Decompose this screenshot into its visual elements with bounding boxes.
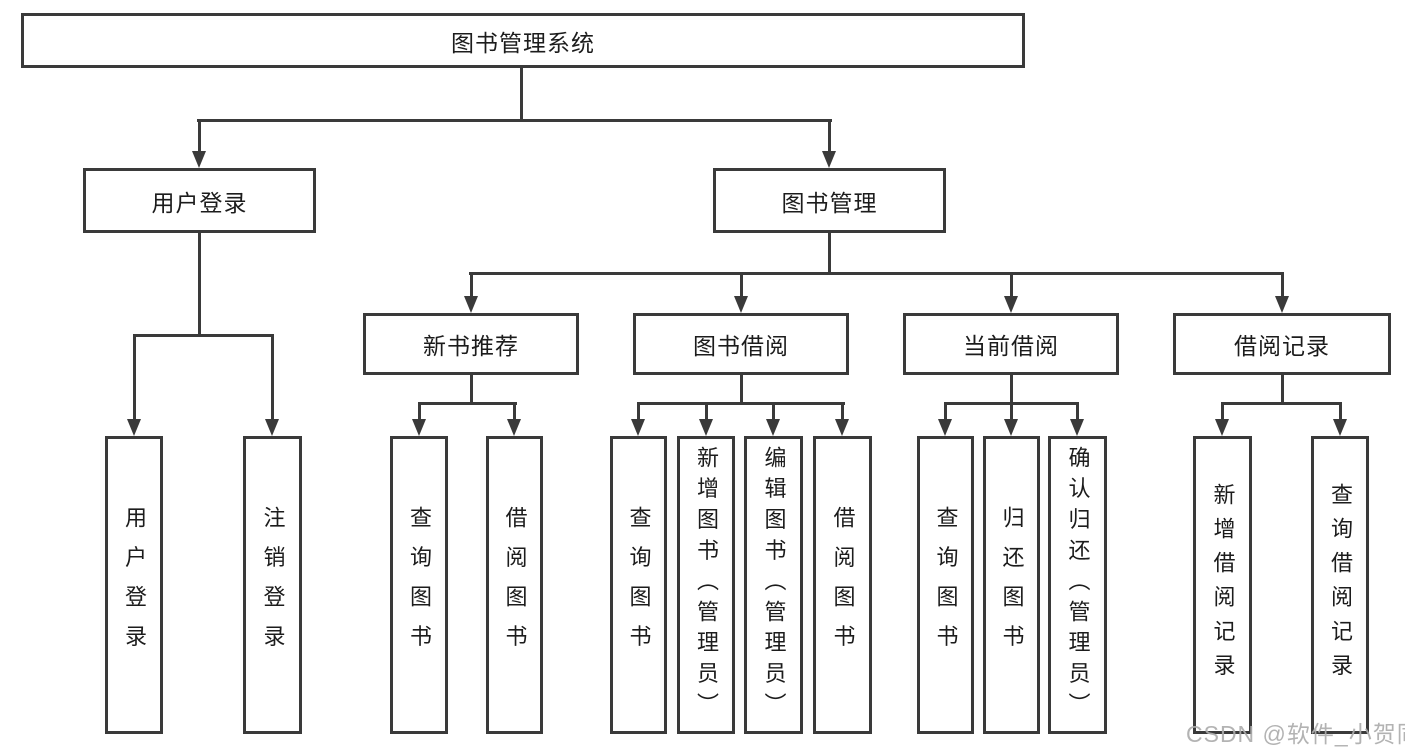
leaf-bb-query-books: 查询图书 <box>610 436 667 734</box>
connector-line <box>1010 375 1013 405</box>
node-book-management: 图书管理 <box>713 168 946 233</box>
leaf-nb-query-books: 查询图书 <box>390 436 448 734</box>
arrow-down-icon <box>1333 419 1347 436</box>
leaf-br-query-record: 查询借阅记录 <box>1311 436 1369 734</box>
connector-line <box>841 403 844 421</box>
arrow-down-icon <box>265 419 279 436</box>
arrow-down-icon <box>1004 296 1018 313</box>
leaf-bb-edit-books-admin: 编辑图书（管理员） <box>744 436 803 734</box>
leaf-label: 借阅图书 <box>502 505 528 665</box>
connector-line <box>705 403 708 421</box>
connector-line <box>133 335 136 421</box>
leaf-cb-confirm-return-admin: 确认归还（管理员） <box>1048 436 1107 734</box>
leaf-label: 新增借阅记录 <box>1210 482 1236 688</box>
arrow-down-icon <box>1275 296 1289 313</box>
leaf-label: 确认归还（管理员） <box>1065 446 1091 724</box>
connector-line <box>637 402 845 405</box>
node-label: 图书管理 <box>781 189 878 216</box>
leaf-br-add-record: 新增借阅记录 <box>1193 436 1252 734</box>
arrow-down-icon <box>734 296 748 313</box>
connector-line <box>513 403 516 421</box>
connector-line <box>1221 402 1342 405</box>
connector-line <box>1339 403 1342 421</box>
arrow-down-icon <box>1215 419 1229 436</box>
connector-line <box>197 119 832 122</box>
connector-line <box>1010 403 1013 421</box>
node-label: 当前借阅 <box>963 333 1059 359</box>
leaf-label: 查询图书 <box>626 505 652 665</box>
leaf-label: 查询图书 <box>407 505 432 665</box>
connector-line <box>470 375 473 405</box>
arrow-down-icon <box>192 151 206 168</box>
leaf-label: 查询借阅记录 <box>1328 482 1353 688</box>
node-library-management-system: 图书管理系统 <box>21 13 1025 68</box>
leaf-bb-borrow-books: 借阅图书 <box>813 436 872 734</box>
connector-line <box>828 233 831 274</box>
connector-line <box>944 403 947 421</box>
leaf-cb-return-books: 归还图书 <box>983 436 1040 734</box>
leaf-label: 新增图书（管理员） <box>694 446 719 724</box>
leaf-label: 用户登录 <box>122 505 147 665</box>
connector-line <box>470 273 473 298</box>
connector-line <box>418 402 517 405</box>
connector-line <box>1281 273 1284 298</box>
connector-line <box>271 335 274 421</box>
connector-line <box>1281 375 1284 405</box>
node-label: 用户登录 <box>151 189 248 216</box>
connector-line <box>418 403 421 421</box>
connector-line <box>133 334 274 337</box>
node-user-login: 用户登录 <box>83 168 316 233</box>
connector-line <box>1076 403 1079 421</box>
connector-line <box>1221 403 1224 421</box>
leaf-user-login: 用户登录 <box>105 436 163 734</box>
connector-line <box>740 375 743 405</box>
leaf-cb-query-books: 查询图书 <box>917 436 974 734</box>
node-label: 图书管理系统 <box>451 29 595 56</box>
leaf-bb-add-books-admin: 新增图书（管理员） <box>677 436 735 734</box>
node-current-borrowing: 当前借阅 <box>903 313 1119 375</box>
arrow-down-icon <box>464 296 478 313</box>
leaf-label: 归还图书 <box>999 505 1025 665</box>
connector-line <box>740 273 743 298</box>
connector-line <box>828 120 831 153</box>
arrow-down-icon <box>822 151 836 168</box>
arrow-down-icon <box>699 419 713 436</box>
node-label: 借阅记录 <box>1234 333 1330 359</box>
arrow-down-icon <box>835 419 849 436</box>
connector-line <box>469 272 1284 275</box>
node-borrowing-records: 借阅记录 <box>1173 313 1391 375</box>
leaf-logout: 注销登录 <box>243 436 302 734</box>
connector-line <box>520 68 523 120</box>
arrow-down-icon <box>507 419 521 436</box>
leaf-label: 编辑图书（管理员） <box>761 446 787 724</box>
leaf-label: 查询图书 <box>933 505 959 665</box>
node-new-book-recommend: 新书推荐 <box>363 313 579 375</box>
arrow-down-icon <box>1004 419 1018 436</box>
leaf-label: 注销登录 <box>260 505 286 665</box>
connector-line <box>198 233 201 336</box>
watermark-text: CSDN @软件_小贺同学 <box>1186 721 1405 747</box>
connector-line <box>1010 273 1013 298</box>
arrow-down-icon <box>127 419 141 436</box>
node-label: 图书借阅 <box>693 333 789 359</box>
node-label: 新书推荐 <box>423 333 519 359</box>
connector-line <box>198 120 201 153</box>
connector-line <box>637 403 640 421</box>
node-book-borrowing: 图书借阅 <box>633 313 849 375</box>
arrow-down-icon <box>1070 419 1084 436</box>
arrow-down-icon <box>412 419 426 436</box>
arrow-down-icon <box>631 419 645 436</box>
leaf-nb-borrow-books: 借阅图书 <box>486 436 543 734</box>
leaf-label: 借阅图书 <box>830 505 856 665</box>
arrow-down-icon <box>766 419 780 436</box>
connector-line <box>772 403 775 421</box>
arrow-down-icon <box>938 419 952 436</box>
